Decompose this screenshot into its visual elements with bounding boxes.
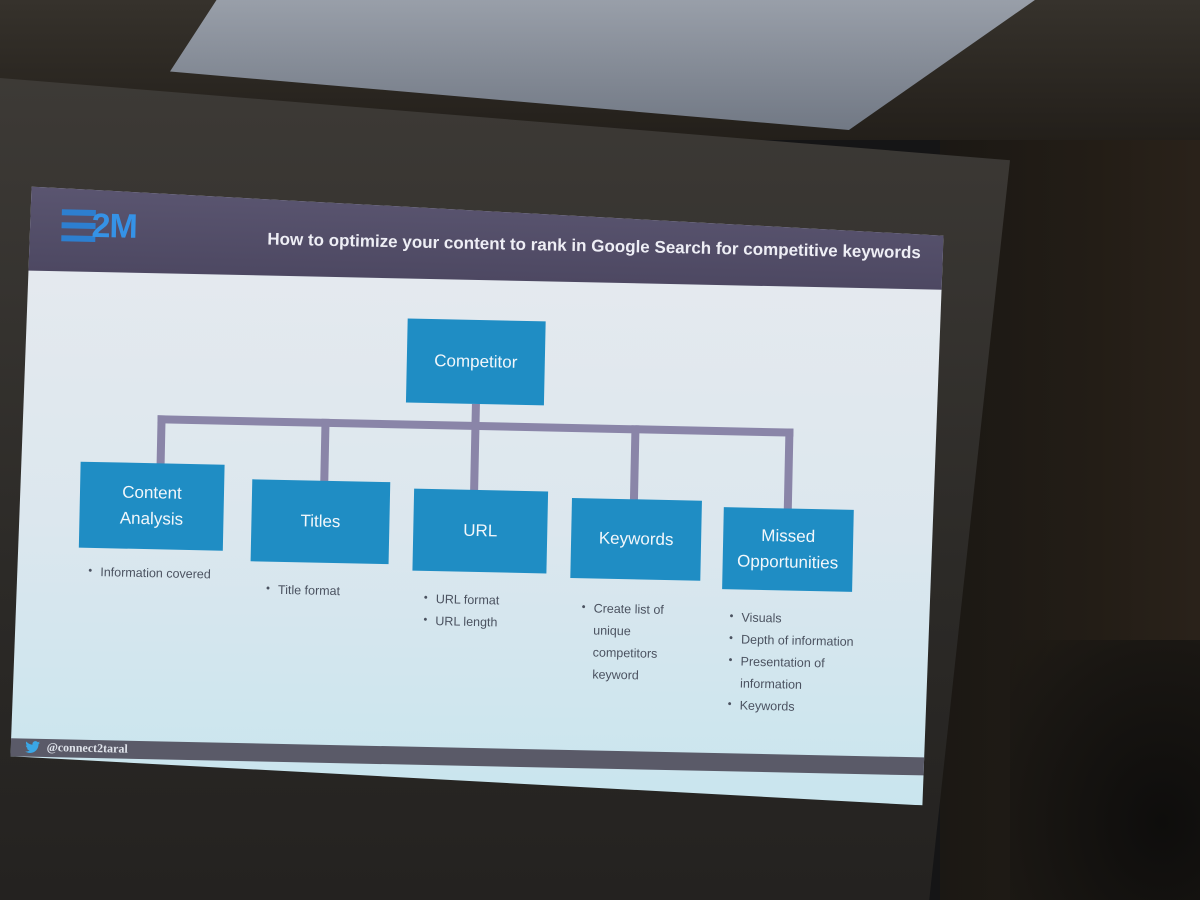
- connector-branch-1: [156, 415, 165, 469]
- keywords-bullets: Create list of unique competitors keywor…: [580, 598, 682, 688]
- presentation-slide: 2M How to optimize your content to rank …: [10, 186, 944, 805]
- titles-label: Titles: [300, 511, 341, 531]
- connector-branch-2: [320, 419, 329, 483]
- url-bullets: URL format URL length: [423, 589, 534, 635]
- url-box: URL: [412, 489, 548, 574]
- bullet-item: URL format: [424, 589, 534, 613]
- twitter-icon: [24, 741, 40, 755]
- bullet-item: Information covered: [88, 562, 198, 586]
- titles-box: Titles: [251, 479, 391, 564]
- logo: 2M: [61, 203, 172, 249]
- audience-shadow: [1010, 640, 1200, 900]
- missed-opportunities-box: Missed Opportunities: [722, 507, 854, 592]
- content-analysis-label: Content Analysis: [119, 482, 184, 529]
- connector-branch-4: [630, 425, 640, 501]
- keywords-label: Keywords: [598, 528, 674, 549]
- url-label: URL: [463, 520, 498, 541]
- content-analysis-box: Content Analysis: [79, 462, 225, 551]
- twitter-handle: @connect2taral: [46, 740, 128, 756]
- bullet-item: Depth of information: [729, 629, 879, 654]
- connector-branch-3: [470, 422, 479, 492]
- bullet-item: Keywords: [727, 695, 877, 720]
- slide-title: How to optimize your content to rank in …: [267, 229, 922, 263]
- bullet-item: URL length: [423, 611, 533, 635]
- missed-opportunities-label: Missed Opportunities: [736, 525, 839, 573]
- slide-footer: @connect2taral: [10, 738, 932, 775]
- bullet-item: Title format: [266, 580, 386, 604]
- bullet-item: Visuals: [729, 607, 879, 632]
- competitor-box: Competitor: [406, 319, 546, 406]
- competitor-label: Competitor: [434, 350, 518, 372]
- missed-opportunities-bullets: Visuals Depth of information Presentatio…: [727, 607, 879, 719]
- content-analysis-bullets: Information covered: [88, 562, 198, 586]
- titles-bullets: Title format: [266, 580, 386, 604]
- connector-branch-5: [784, 428, 794, 512]
- logo-text: 2M: [91, 206, 138, 246]
- keywords-box: Keywords: [570, 498, 702, 581]
- bullet-item: Create list of unique competitors keywor…: [580, 598, 682, 688]
- bullet-item: Presentation of information: [728, 651, 879, 698]
